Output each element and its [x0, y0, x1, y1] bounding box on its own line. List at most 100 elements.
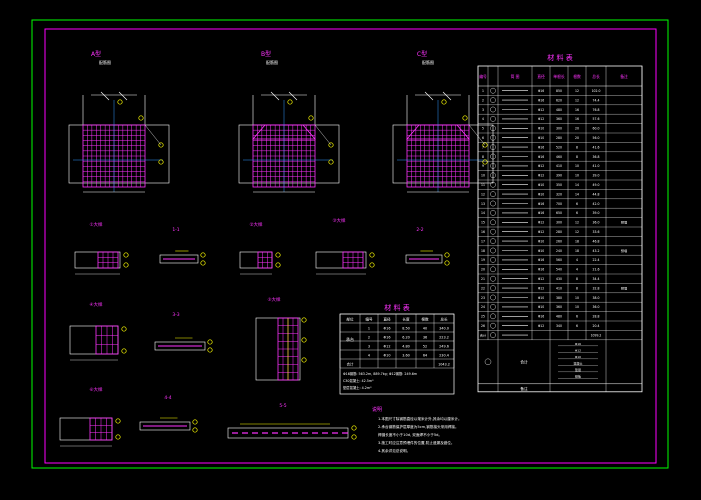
section-4-4	[139, 417, 198, 433]
callout-marker	[462, 115, 468, 121]
table-cell: Φ10	[538, 192, 544, 196]
table-cell: 3	[482, 108, 484, 112]
rebar-outline	[257, 251, 273, 269]
table-cell: Φ12	[538, 117, 544, 121]
table-cell: 17	[481, 239, 485, 243]
table-cell: Φ12	[538, 277, 544, 281]
rebar-grid	[342, 251, 364, 269]
callout-marker	[121, 326, 127, 332]
table-header: 编号	[479, 74, 487, 79]
table-cell: 36.0	[593, 305, 600, 309]
table-header: 部位	[346, 317, 354, 322]
row-marker-icon	[490, 134, 496, 141]
table-cell: Φ16	[538, 315, 544, 319]
callout-marker	[301, 337, 307, 343]
callout-marker	[123, 262, 129, 268]
detail-title-4: ③大样	[332, 217, 346, 224]
table-cell: 10	[575, 305, 579, 309]
table-cell: 300	[556, 221, 562, 225]
callout-marker	[328, 159, 334, 165]
detail-1	[74, 251, 129, 275]
table-cell: 350	[556, 183, 562, 187]
row-marker-icon	[490, 116, 496, 122]
detail-outline	[315, 251, 367, 269]
table-cell: Φ12	[538, 164, 544, 168]
table-cell: 23	[481, 296, 485, 300]
table-cell: 39.0	[593, 211, 600, 215]
summary-item: 模板	[575, 373, 581, 378]
table-cell: 预埋	[621, 248, 627, 253]
callout-marker	[301, 317, 307, 323]
table-cell: Φ12	[384, 345, 391, 349]
table-cell: Φ16	[538, 89, 544, 93]
table-cell: Φ16	[538, 258, 544, 262]
table-cell: Φ16	[538, 202, 544, 206]
table-cell: Φ12	[538, 230, 544, 234]
detail-6	[59, 417, 121, 447]
callout-marker	[115, 418, 121, 424]
summary-item: Φ16	[575, 342, 581, 346]
rebar-grid	[95, 325, 119, 355]
table-cell: 3.60	[402, 354, 410, 358]
table-cell: 223.2	[439, 336, 449, 340]
table-cell: 340	[556, 324, 562, 328]
table-cell: 28.8	[593, 315, 600, 319]
table-cell: Φ10	[538, 183, 544, 187]
row-marker-icon	[490, 332, 496, 338]
table-cell: 8	[482, 155, 484, 159]
section-outline	[154, 341, 206, 351]
callout-marker	[444, 252, 450, 258]
row-marker-icon	[490, 210, 496, 216]
elevation-a-sub: 配筋图	[99, 59, 111, 65]
elevation-b	[238, 91, 340, 193]
table-cell: 260	[556, 239, 562, 243]
table-cell: 850	[556, 89, 562, 93]
table-cell: 18	[575, 249, 579, 253]
table-cell: Φ10	[538, 239, 544, 243]
table-cell: 6	[576, 315, 578, 319]
elevation-c-title: C型	[417, 50, 427, 58]
section-outline	[159, 254, 199, 264]
table-header: 直径	[537, 74, 545, 79]
detail-title-11: 5-5	[279, 403, 286, 409]
table-cell: 预埋	[621, 285, 627, 290]
table-cell: 40	[423, 327, 427, 331]
notes-line-4: 3.施工时应注意预埋件的位置,防止遗漏及错位。	[378, 440, 454, 445]
table-cell: 4	[576, 268, 578, 272]
table-cell: 41.0	[593, 164, 600, 168]
table-cell: 1	[368, 327, 370, 331]
table-footer-line: 垫层混凝土: 4.2m³	[343, 385, 372, 390]
row-marker-icon	[490, 181, 496, 188]
leader-line	[314, 124, 332, 146]
row-marker-icon	[490, 322, 496, 329]
detail-4	[69, 325, 127, 361]
last-label: 备注	[520, 386, 528, 391]
notes-line-3: 焊缝长度不小于10d, 双面焊不小于5d。	[378, 432, 442, 437]
table-cell: 12	[575, 221, 579, 225]
detail-title-9: ⑥大样	[89, 386, 103, 393]
table-cell: 430	[556, 277, 562, 281]
detail-5	[255, 317, 307, 381]
table-cell: 22.4	[593, 258, 600, 262]
table-cell: 16	[481, 230, 485, 234]
table-cell: 56.0	[593, 136, 600, 140]
callout-marker	[444, 260, 450, 266]
table-cell: 249.6	[439, 345, 449, 349]
table-cell: Φ16	[538, 211, 544, 215]
table-cell: 2	[368, 336, 370, 340]
table-cell: 10	[575, 164, 579, 168]
table-cell: 7	[482, 145, 484, 149]
table-cell: Φ16	[538, 155, 544, 159]
table-footer-line: C30混凝土: 42.5m³	[343, 378, 374, 383]
row-marker-icon	[490, 87, 496, 94]
callout-marker	[369, 262, 375, 268]
table-cell: 390	[556, 174, 562, 178]
summary-item: Φ10	[575, 355, 581, 359]
table-cell: 1099.2	[591, 333, 602, 337]
callout-marker	[287, 99, 293, 105]
elevation-c	[392, 91, 494, 193]
table-cell: 22	[481, 286, 485, 290]
table-cell: 4.80	[402, 345, 410, 349]
summary-label: 合计	[520, 359, 528, 364]
